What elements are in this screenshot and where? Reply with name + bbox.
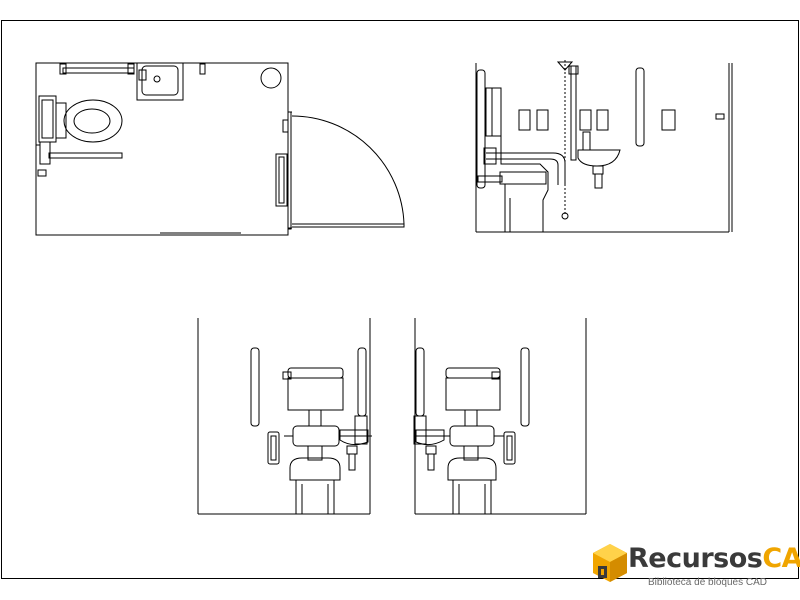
side-fold-grab-bar: [477, 147, 566, 185]
plan-washbasin: [136, 62, 206, 101]
front-b-toilet: [447, 445, 497, 515]
side-washbasin: [577, 131, 621, 189]
watermark-brand: RecursosCAD: [628, 544, 800, 574]
side-grab-bar-right: [635, 67, 645, 147]
side-elevation: [475, 60, 733, 233]
door-swing: [287, 111, 405, 230]
front-b-cistern: [445, 367, 501, 427]
side-toilet: [499, 136, 549, 232]
recursoscad-logo-icon: [593, 544, 627, 582]
recursoscad-watermark: RecursosCAD Biblioteca de bloques CAD: [590, 538, 800, 596]
plan-toilet: [38, 95, 123, 143]
watermark-tagline: Biblioteca de bloques CAD: [648, 577, 767, 588]
front-b-backrest: [414, 425, 504, 447]
plan-grab-bar-toilet: [36, 141, 123, 177]
plan-room-outline: [35, 62, 289, 236]
plan-floor-drain: [260, 67, 282, 89]
side-cistern: [485, 87, 502, 137]
plan-grab-bar-right: [275, 119, 289, 207]
watermark-brand-part2: CAD: [762, 543, 800, 574]
plan-view: [35, 62, 405, 236]
front-elevation-b: [413, 318, 587, 515]
front-a-backrest: [284, 425, 372, 447]
drawing-frame: [1, 20, 799, 579]
plan-grab-bar-top: [59, 63, 135, 75]
watermark-brand-part1: Recursos: [628, 543, 763, 574]
front-a-cistern: [282, 367, 344, 427]
front-a-toilet: [289, 445, 341, 515]
front-elevation-a: [197, 318, 372, 515]
